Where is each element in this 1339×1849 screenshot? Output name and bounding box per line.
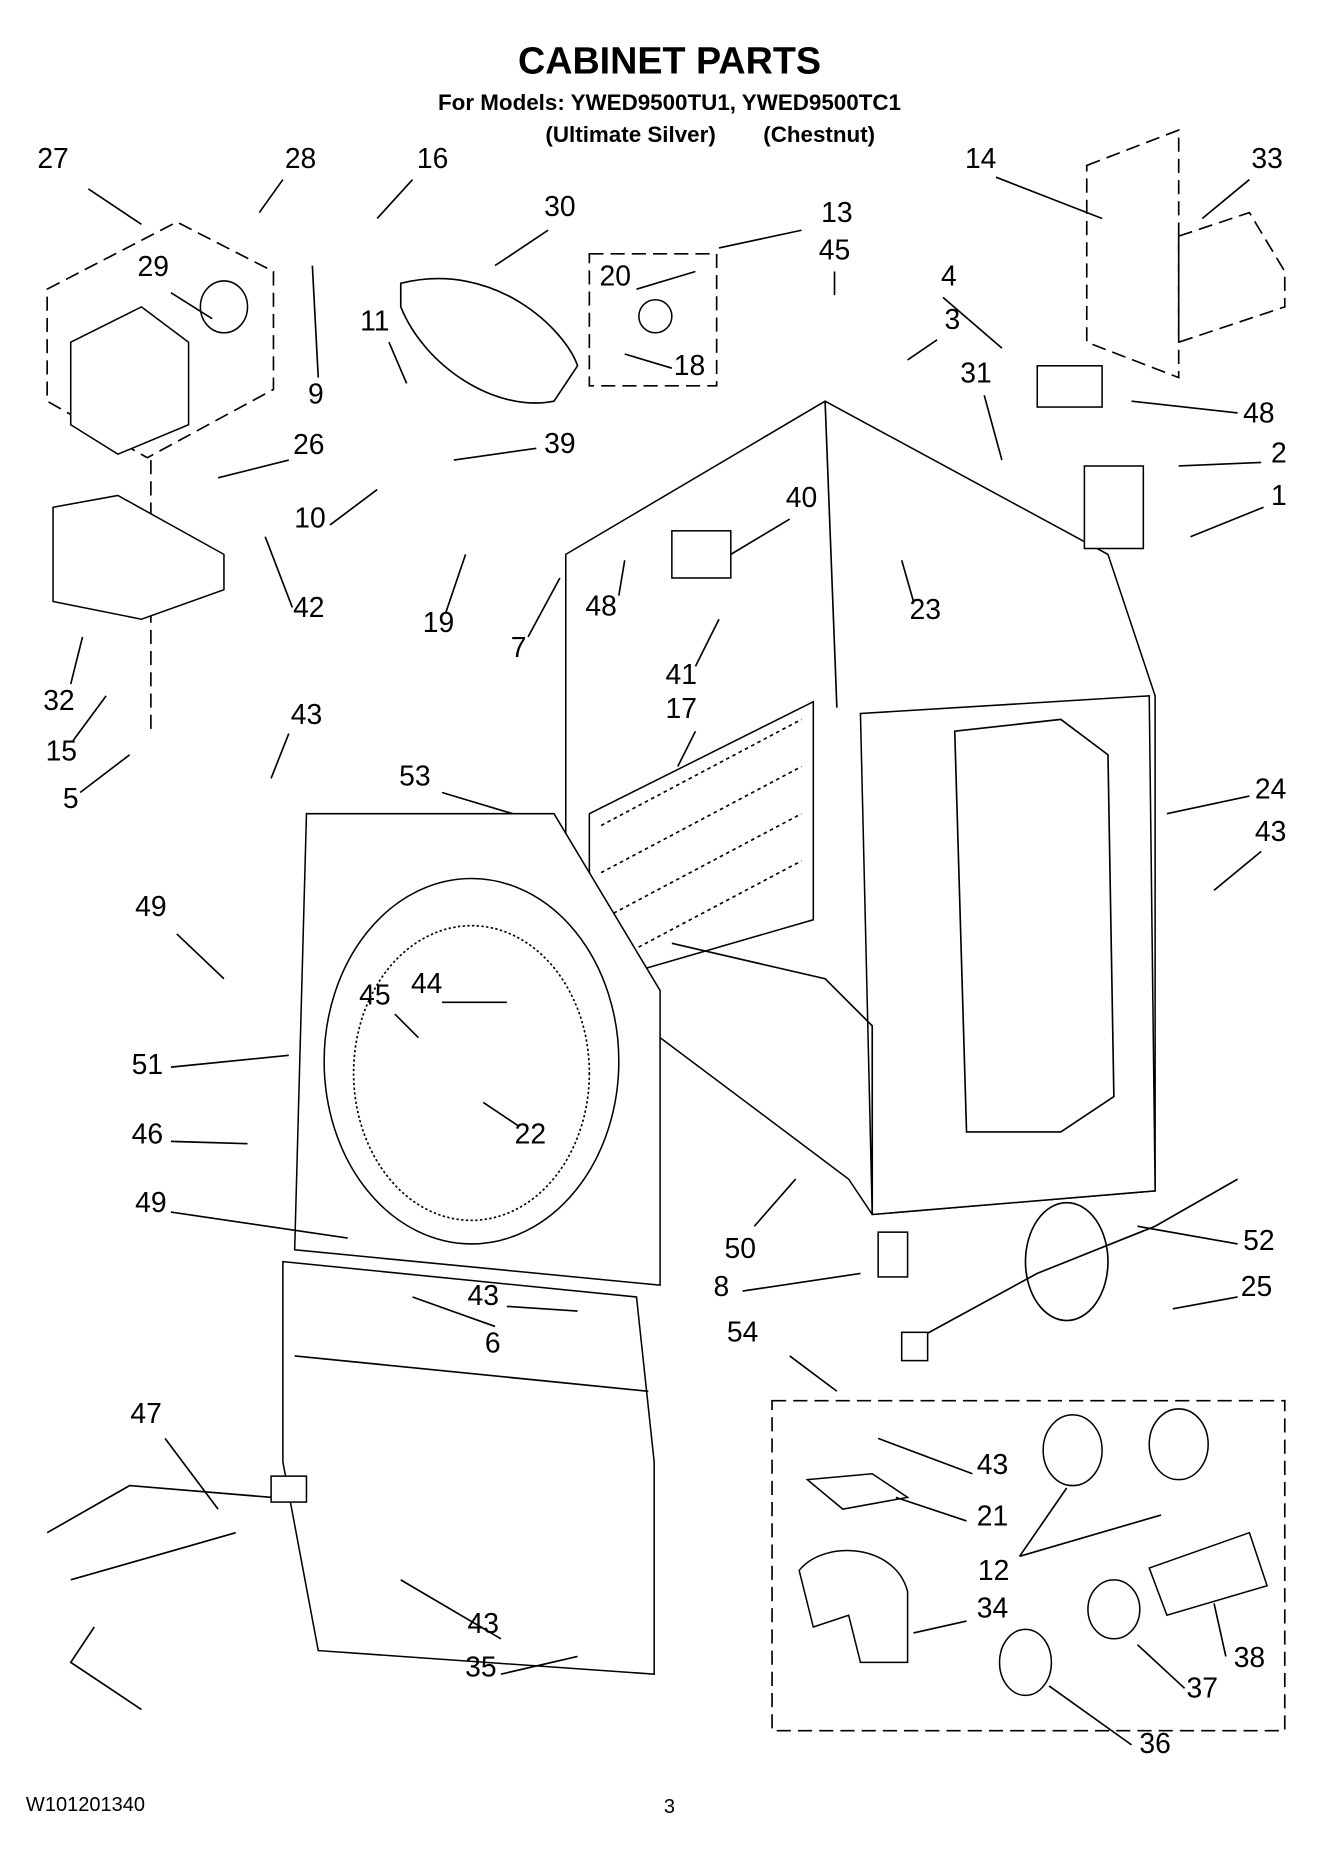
page-number: 3 xyxy=(664,1796,675,1818)
callout: 17 xyxy=(666,692,697,724)
callout: 52 xyxy=(1243,1224,1274,1256)
callout: 43 xyxy=(468,1607,499,1639)
callout: 43 xyxy=(468,1279,499,1311)
callout: 50 xyxy=(724,1232,755,1264)
callout: 2 xyxy=(1271,436,1287,468)
callout: 22 xyxy=(515,1118,546,1150)
callout: 14 xyxy=(965,142,996,174)
callout: 9 xyxy=(308,378,324,410)
callout: 1 xyxy=(1271,479,1287,511)
callout: 48 xyxy=(1243,396,1274,428)
callout: 54 xyxy=(727,1316,758,1348)
callout: 47 xyxy=(130,1397,161,1429)
callout: 51 xyxy=(132,1048,163,1080)
callout: 43 xyxy=(291,698,322,730)
callout: 49 xyxy=(135,890,166,922)
callout: 44 xyxy=(411,967,442,999)
callout: 13 xyxy=(821,196,852,228)
page-title: CABINET PARTS xyxy=(518,39,821,81)
callout: 41 xyxy=(666,658,697,690)
color-chestnut: (Chestnut) xyxy=(763,122,875,147)
callout: 40 xyxy=(786,481,817,513)
callout: 11 xyxy=(360,304,389,336)
callout: 48 xyxy=(585,590,616,622)
callout: 36 xyxy=(1139,1727,1170,1759)
callout: 49 xyxy=(135,1186,166,1218)
callout: 29 xyxy=(138,250,169,282)
callout: 28 xyxy=(285,142,316,174)
callout: 12 xyxy=(978,1554,1009,1586)
callout: 30 xyxy=(544,190,575,222)
callout: 23 xyxy=(910,593,941,625)
callout: 32 xyxy=(43,684,74,716)
leader-lines xyxy=(69,176,1264,1746)
callout: 26 xyxy=(293,428,324,460)
callout: 38 xyxy=(1234,1641,1265,1673)
callout: 25 xyxy=(1241,1270,1272,1302)
front-panel xyxy=(282,812,661,1675)
callout: 6 xyxy=(485,1326,501,1358)
callout: 21 xyxy=(977,1500,1008,1532)
callout: 35 xyxy=(465,1651,496,1683)
callout: 5 xyxy=(63,782,79,814)
callout: 53 xyxy=(399,759,430,791)
callout: 39 xyxy=(544,427,575,459)
callout: 33 xyxy=(1251,142,1282,174)
callout: 3 xyxy=(945,303,961,335)
callout: 43 xyxy=(1255,815,1286,847)
callout: 46 xyxy=(132,1118,163,1150)
callout: 19 xyxy=(423,606,454,638)
callout: 43 xyxy=(977,1448,1008,1480)
callout: 15 xyxy=(46,735,77,767)
callout-numbers: 27 28 16 30 13 14 33 45 20 4 29 3 18 31 … xyxy=(37,142,1286,1759)
cabinet-body xyxy=(565,400,1156,1216)
callout: 7 xyxy=(511,631,527,663)
callout: 18 xyxy=(674,349,705,381)
callout: 16 xyxy=(417,142,448,174)
callout: 45 xyxy=(819,234,850,266)
callout: 27 xyxy=(37,142,68,174)
misc-parts xyxy=(46,277,1269,1711)
callout: 20 xyxy=(600,260,631,292)
callout: 10 xyxy=(294,501,325,533)
callout: 4 xyxy=(941,260,957,292)
callout: 37 xyxy=(1187,1672,1218,1704)
callout: 34 xyxy=(977,1592,1008,1624)
color-ultimate-silver: (Ultimate Silver) xyxy=(545,122,715,147)
callout: 45 xyxy=(359,979,390,1011)
callout: 8 xyxy=(713,1270,729,1302)
callout: 42 xyxy=(293,591,324,623)
callout: 24 xyxy=(1255,772,1286,804)
document-number: W101201340 xyxy=(26,1794,145,1816)
callout: 31 xyxy=(960,356,991,388)
models-line: For Models: YWED9500TU1, YWED9500TC1 xyxy=(438,90,901,115)
